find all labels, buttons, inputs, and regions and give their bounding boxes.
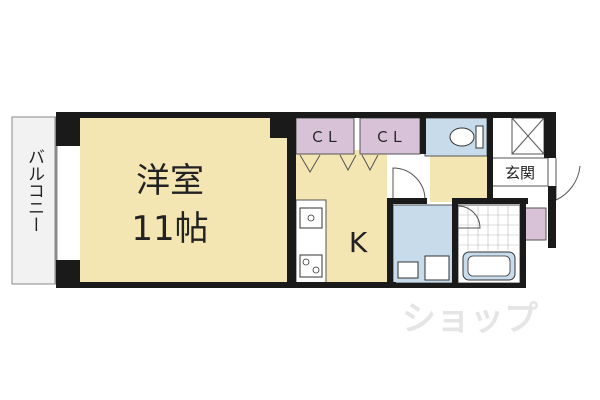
- burner: [302, 258, 310, 266]
- closet-2: [359, 117, 421, 155]
- washing-machine-icon: [424, 255, 450, 281]
- bathroom-tile-grid: [458, 205, 520, 250]
- sink-drain: [307, 214, 315, 222]
- walls: [56, 112, 556, 288]
- entrance-label: 玄関: [505, 164, 535, 182]
- bathtub-inner: [467, 255, 511, 277]
- room-door: [392, 167, 426, 201]
- closet-2-label: ＣＬ: [375, 128, 405, 146]
- pipe-shaft-cross: [511, 117, 545, 155]
- burner: [312, 266, 320, 274]
- closet-door-swing: [361, 154, 379, 172]
- western-room: [80, 115, 295, 283]
- entrance-door: [555, 158, 581, 201]
- bath-door: [457, 205, 481, 229]
- entrance: [491, 157, 549, 187]
- watermark: ショップ: [402, 299, 538, 339]
- sink-icon: [299, 207, 323, 229]
- toilet-icon: [449, 127, 475, 147]
- closet-door-swing: [339, 154, 357, 172]
- entry-floor: [430, 150, 492, 202]
- closet-1-label: ＣＬ: [310, 128, 340, 146]
- western-room-size: 11帖: [131, 209, 208, 249]
- kitchen-area: [322, 200, 387, 283]
- shoe-cabinet: [523, 207, 547, 241]
- western-room-name: 洋室: [136, 161, 204, 201]
- balcony: [11, 116, 57, 285]
- washbasin-icon: [397, 261, 419, 279]
- stove-icon: [299, 254, 323, 278]
- toilet-tank: [475, 125, 484, 149]
- closet-door-swing: [299, 154, 321, 173]
- balcony-label: バルコニー: [24, 148, 44, 233]
- kitchen-label: K: [349, 226, 368, 259]
